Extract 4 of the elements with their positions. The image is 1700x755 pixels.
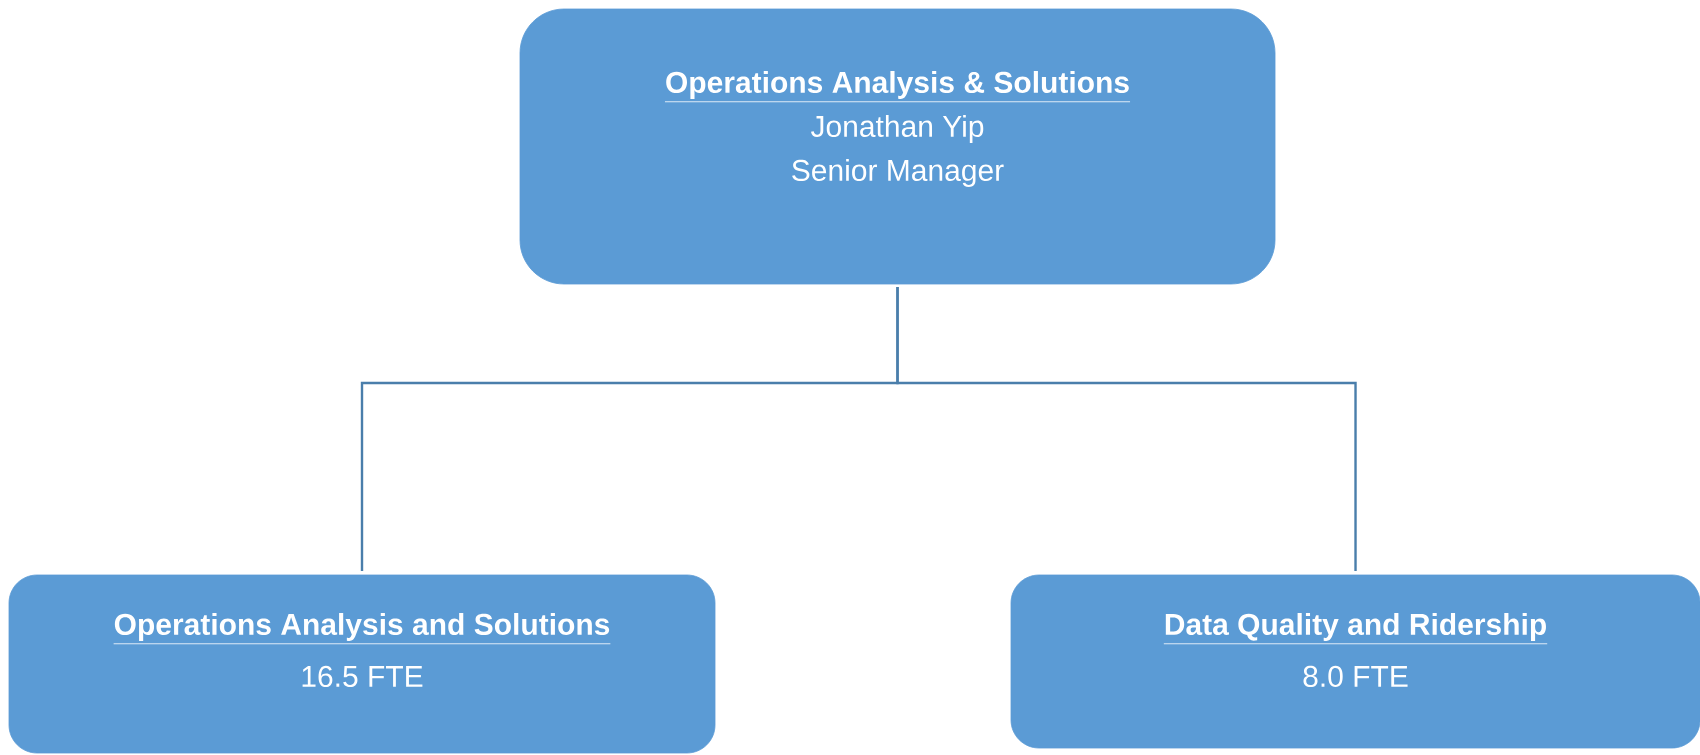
org-box: Operations Analysis and Solutions 16.5 FTE [8,574,716,754]
connector-line [896,287,1357,571]
org-box: Operations Analysis & Solutions Jonathan Yip Senior Manager [519,8,1276,285]
org-box: Data Quality and Ridership 8.0 FTE [1010,574,1700,749]
